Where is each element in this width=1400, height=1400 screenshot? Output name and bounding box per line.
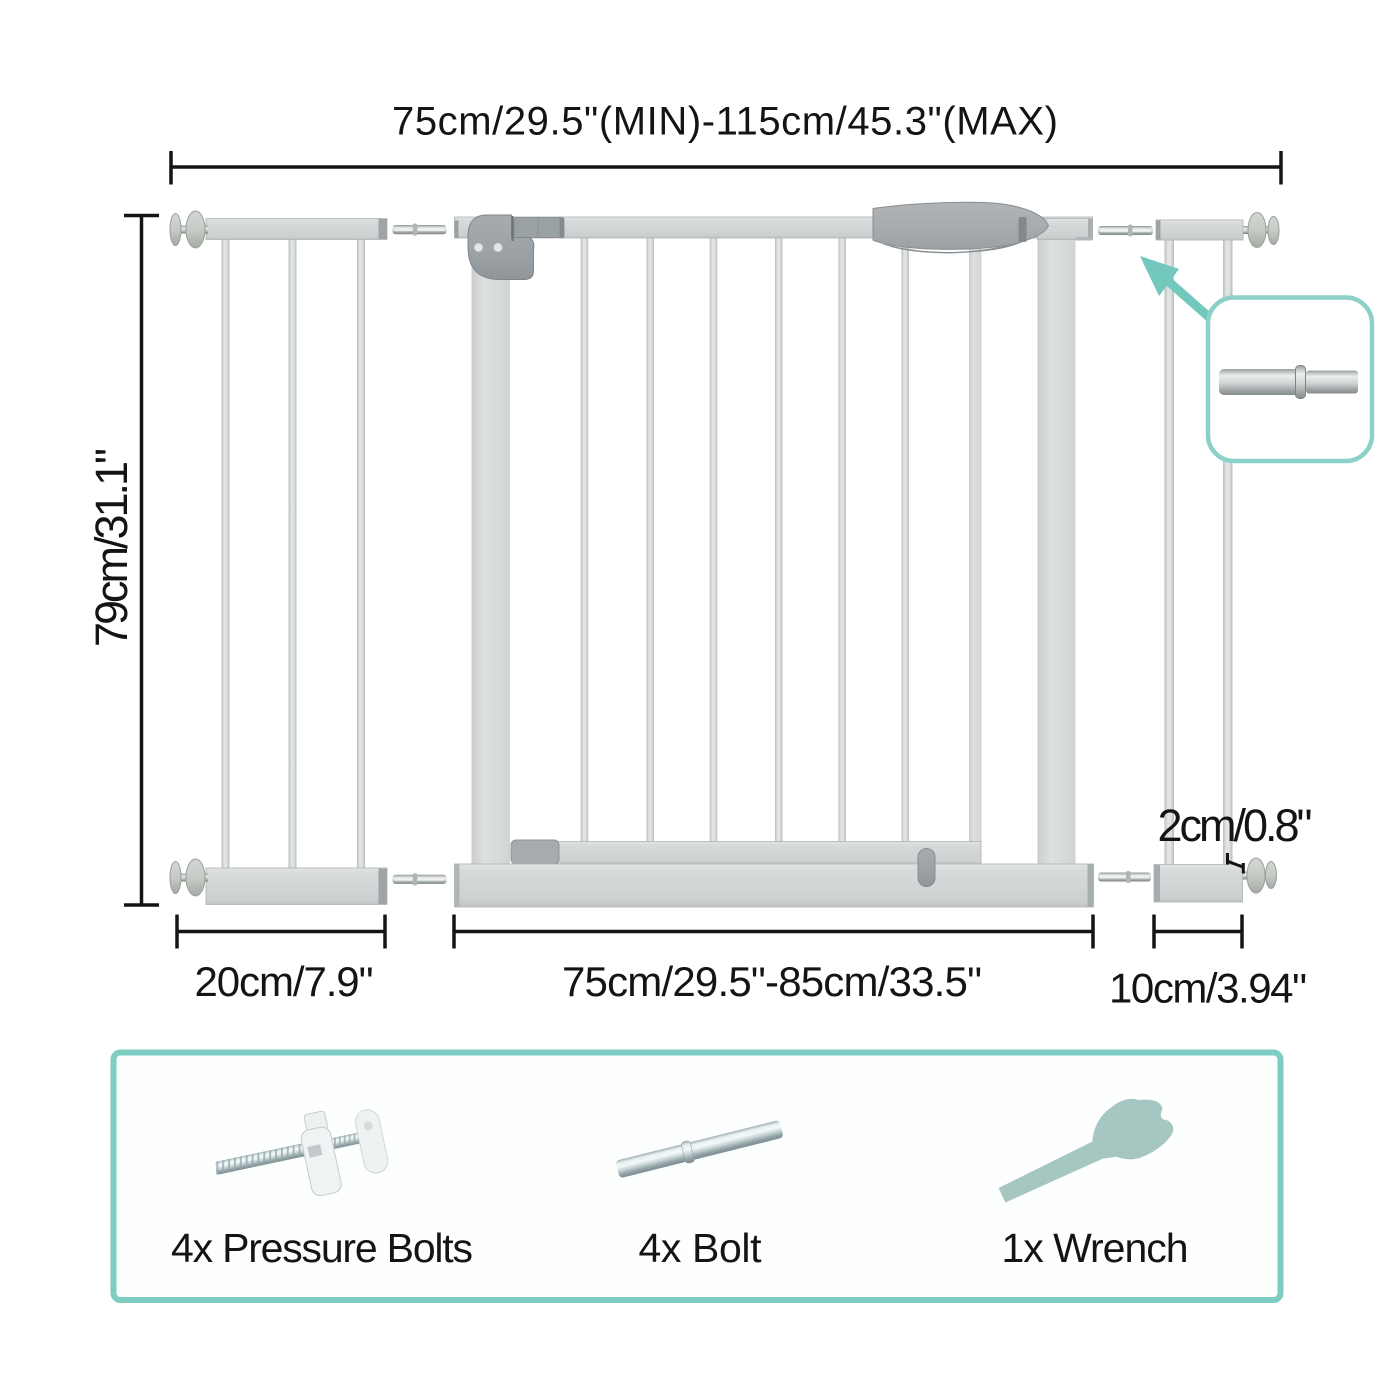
svg-text:75cm/29.5"-85cm/33.5": 75cm/29.5"-85cm/33.5" [562, 958, 982, 1005]
svg-text:4x Bolt: 4x Bolt [639, 1225, 763, 1271]
svg-text:4x Pressure Bolts: 4x Pressure Bolts [171, 1225, 473, 1271]
svg-text:1x Wrench: 1x Wrench [1002, 1225, 1189, 1271]
svg-text:79cm/31.1": 79cm/31.1" [86, 448, 137, 647]
svg-text:2cm/0.8": 2cm/0.8" [1158, 800, 1313, 851]
svg-text:10cm/3.94": 10cm/3.94" [1109, 965, 1307, 1012]
svg-text:75cm/29.5"(MIN)-115cm/45.3"(MA: 75cm/29.5"(MIN)-115cm/45.3"(MAX) [392, 100, 1058, 144]
svg-text:20cm/7.9": 20cm/7.9" [195, 958, 374, 1005]
